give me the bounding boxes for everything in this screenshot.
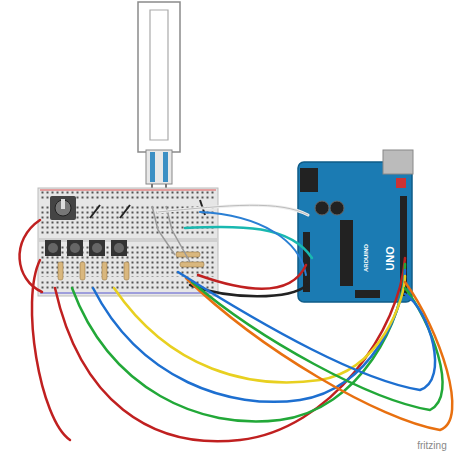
potentiometer	[50, 196, 76, 220]
pushbuttons	[45, 240, 127, 256]
brand-label: ARDUINO	[363, 244, 369, 272]
arduino-uno	[298, 150, 413, 302]
model-label: UNO	[384, 246, 395, 270]
flex-sensor	[138, 2, 180, 206]
wires	[20, 205, 453, 441]
watermark: fritzing	[417, 441, 446, 451]
